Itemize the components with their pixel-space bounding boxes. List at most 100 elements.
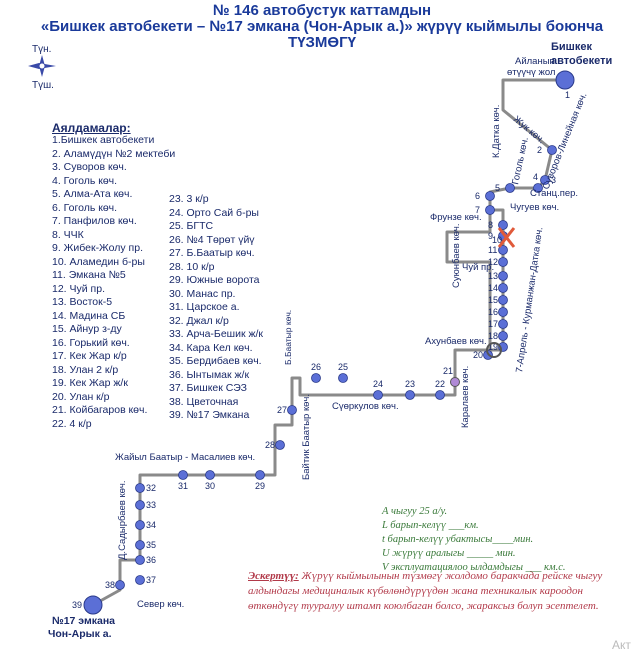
- stop-number: 8: [488, 220, 493, 230]
- stop-marker: [498, 331, 508, 341]
- warning-note: Эскертүү: Жүрүү кыймылынын түзмөгү жолдо…: [248, 569, 633, 614]
- stop-list-item: 23. 3 к/р: [169, 193, 209, 205]
- label-chuguev: Чугуев көч.: [510, 202, 559, 213]
- stop-list-item: 4. Гоголь көч.: [52, 174, 118, 187]
- stop-marker: [435, 390, 445, 400]
- stop-marker: [373, 390, 383, 400]
- stop-marker: [275, 440, 285, 450]
- label-b27: Б.Баатыр көч.: [283, 310, 293, 365]
- compass-south: Түш.: [32, 80, 54, 91]
- stop-marker: [405, 390, 415, 400]
- stop-number: 24: [373, 379, 383, 389]
- stop-list-item: 38. Цветочная: [169, 395, 239, 408]
- stop-list-item: 34. Кара Кел көч.: [169, 341, 253, 354]
- stop-marker: [498, 245, 508, 255]
- label-kurmanzhan: 7-Апрель - Курманжан-Датка көч.: [514, 226, 545, 373]
- stop-number: 6: [475, 191, 480, 201]
- stop-list-item: 32. Джал к/р: [169, 314, 229, 327]
- stop-number: 13: [488, 271, 498, 281]
- stop-list-item: 14. Мадина СБ: [52, 309, 126, 322]
- stop-list-item: 30. Манас пр.: [169, 287, 236, 300]
- stop-number: 38: [105, 580, 115, 590]
- stop-number: 17: [488, 319, 498, 329]
- closed-stop-icon: [497, 227, 516, 248]
- label-akhunbaev: Ахунбаев көч.: [425, 336, 487, 347]
- label-zhayil: Жайыл Баатыр - Масалиев көч.: [115, 452, 255, 463]
- label-suvorov: Суворов-Линейная көч.: [541, 91, 590, 191]
- stop-number: 14: [488, 283, 498, 293]
- stop-marker: [311, 373, 321, 383]
- label-chuy: Чуй пр.: [462, 262, 494, 273]
- title-line-1: № 146 автобустук каттамдын: [212, 2, 432, 19]
- stop-number: 18: [488, 331, 498, 341]
- stop-list-item: 19. Кек Жар ж/к: [52, 377, 128, 389]
- stop-list-item: 2. Аламүдүн №2 мектеби: [52, 147, 176, 160]
- stop-marker: [135, 483, 145, 493]
- label-suyunbaev: Суюнбаев көч.: [451, 224, 462, 289]
- warning-text: Жүрүү кыймылынын түзмөгү жолдомо баракча…: [248, 570, 603, 612]
- title-line-3: ТҮЗМӨГҮ: [288, 34, 356, 51]
- stop-marker: [498, 307, 508, 317]
- stop-number: 21: [443, 366, 453, 376]
- stop-number: 2: [537, 145, 542, 155]
- label-kdatka: К.Датка көч.: [491, 105, 502, 158]
- stop-number: 34: [146, 520, 156, 530]
- stop-list-item: 16. Горький көч.: [52, 336, 130, 349]
- stop-marker: [135, 555, 145, 565]
- stop-marker: [255, 470, 265, 480]
- stop-number: 20: [473, 350, 483, 360]
- stop-number: 9: [488, 231, 493, 241]
- stop-marker: [338, 373, 348, 383]
- stop-number: 3: [551, 175, 556, 185]
- stop-marker: [505, 183, 515, 193]
- label-gogol: Гоголь көч.: [510, 136, 531, 186]
- stop-list-item: 28. 10 к/р: [169, 260, 215, 273]
- stop-number: 12: [488, 257, 498, 267]
- stop-number: 11: [488, 245, 497, 255]
- stop-list-item: 8. ЧЧК: [52, 228, 84, 241]
- stop-list-item: 1.Бишкек автобекети: [52, 134, 155, 146]
- stop-number: 1: [565, 90, 570, 100]
- label-end-2: Чон-Арык а.: [48, 628, 112, 640]
- stop-number: 4: [533, 172, 538, 182]
- stop-number: 33: [146, 500, 156, 510]
- stop-number: 15: [488, 295, 498, 305]
- stop-list-item: 17. Кек Жар к/р: [52, 350, 127, 362]
- stop-list-item: 29. Южные ворота: [169, 274, 260, 286]
- stop-marker: [135, 540, 145, 550]
- stop-number: 16: [488, 307, 498, 317]
- param-line: U жүрүү аралыгы _____ мин.: [382, 548, 516, 559]
- stop-list-item: 9. Жибек-Жолу пр.: [52, 242, 143, 254]
- stop-number: 35: [146, 540, 156, 550]
- stop-list-item: 3. Суворов көч.: [52, 161, 127, 173]
- stop-number: 37: [146, 575, 156, 585]
- stop-list-item: 6. Гоголь көч.: [52, 201, 118, 214]
- route-parameters: А чыгуу 25 а/у.L барып-келүү ___км.t бар…: [382, 505, 566, 575]
- label-ring-2: өтүүчү жол: [507, 67, 555, 78]
- stop-marker: [498, 220, 508, 230]
- param-line: А чыгуу 25 а/у.: [382, 506, 448, 517]
- stop-marker: [287, 405, 297, 415]
- stop-list-item: 37. Бишкек СЭЗ: [169, 382, 247, 394]
- stop-list-item: 26. №4 Төрөт үйү: [169, 233, 255, 246]
- param-line: V эксплуатациялоо ылдамдыгы ___ км.с.: [382, 562, 566, 573]
- stop-list-item: 39. №17 Эмкана: [169, 409, 250, 421]
- title-line-2: «Бишкек автобекети – №17 эмкана (Чон-Ары…: [40, 18, 604, 35]
- stop-marker: [498, 257, 508, 267]
- label-baitik: Байтик Баатыр көч.: [301, 394, 312, 480]
- stop-marker: [135, 575, 145, 585]
- stop-marker: [178, 470, 188, 480]
- stop-number: 30: [205, 481, 215, 491]
- stop-marker: [485, 205, 495, 215]
- stop-marker: [540, 175, 550, 185]
- route-stops: 2345678910111213141516171819202223242526…: [72, 90, 570, 610]
- stop-number: 23: [405, 379, 415, 389]
- warning-head: Эскертүү:: [248, 570, 299, 582]
- param-line: L барып-келүү ___км.: [382, 520, 479, 531]
- stop-list-item: 12. Чуй пр.: [52, 282, 105, 295]
- stop-list-item: 11. Эмкана №5: [52, 269, 126, 281]
- label-sadyrbaev: Д.Садырбаев көч.: [117, 481, 128, 560]
- stop-number: 7: [475, 205, 480, 215]
